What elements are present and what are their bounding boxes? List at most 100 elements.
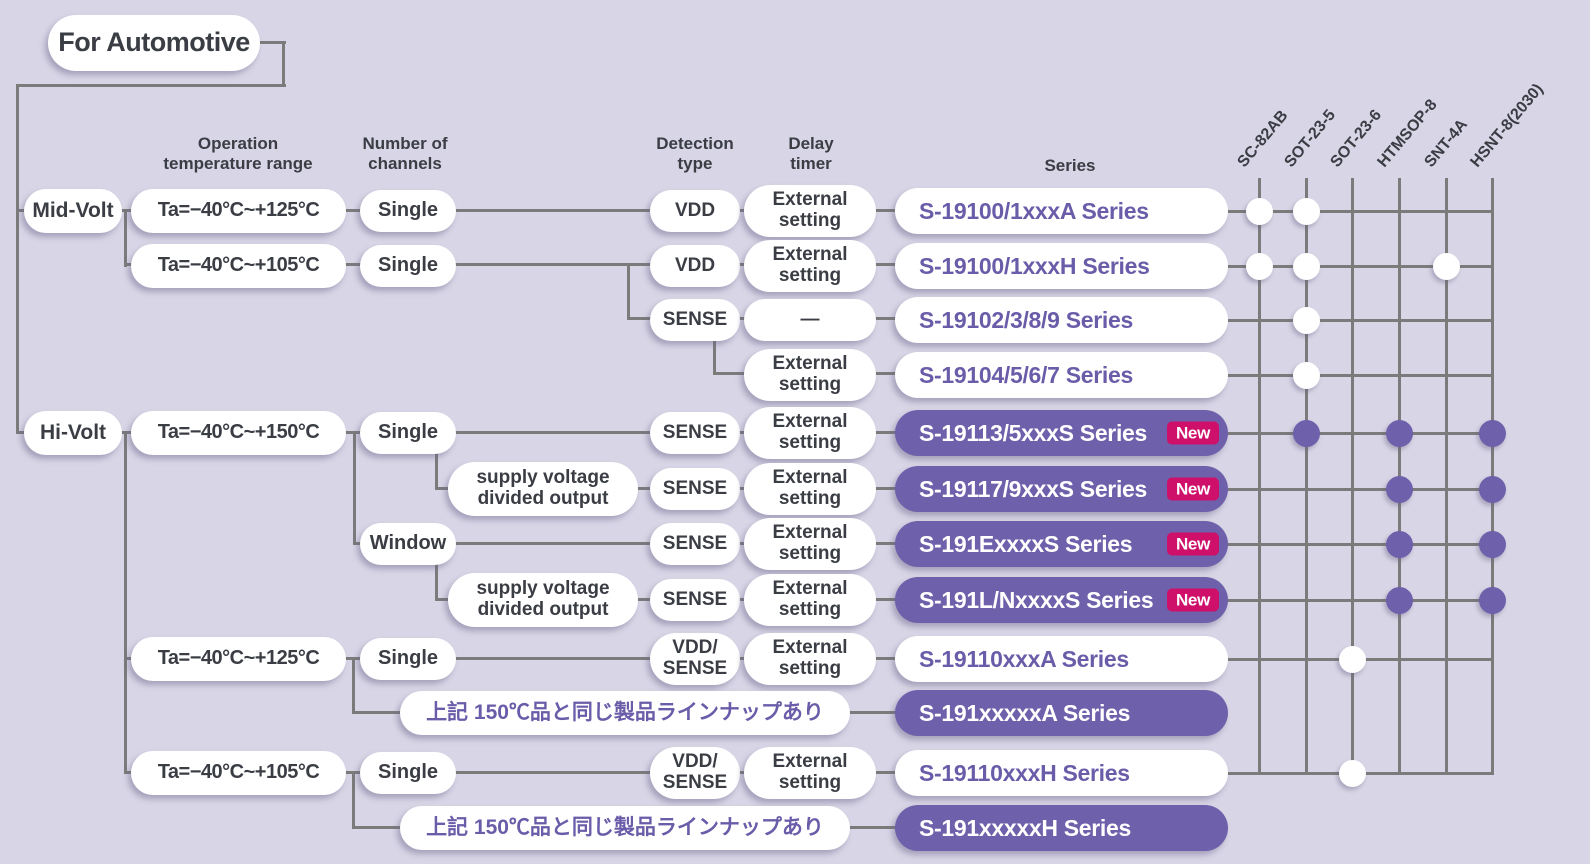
connector-line bbox=[435, 487, 453, 490]
package-label-hsnt-8-2030-: HSNT-8(2030) bbox=[1467, 80, 1547, 171]
delay-pill: External setting bbox=[744, 407, 876, 459]
new-badge: New bbox=[1166, 477, 1219, 501]
series-pill[interactable]: S-19100/1xxxA Series bbox=[895, 188, 1228, 234]
note-pill: 上記 150℃品と同じ製品ラインナップあり bbox=[400, 691, 850, 735]
connector-line bbox=[874, 487, 899, 490]
connector-line bbox=[737, 598, 747, 601]
connector-line bbox=[737, 487, 747, 490]
grid-row-line bbox=[1224, 488, 1494, 491]
delay-pill: External setting bbox=[744, 349, 876, 401]
package-dot bbox=[1386, 531, 1413, 558]
detection-pill: SENSE bbox=[650, 412, 740, 454]
package-dot bbox=[1386, 476, 1413, 503]
detection-pill: SENSE bbox=[650, 579, 740, 621]
package-dot bbox=[1479, 476, 1506, 503]
series-pill[interactable]: S-19117/9xxxS Series New bbox=[895, 466, 1228, 512]
grid-column-line bbox=[1351, 178, 1354, 774]
new-badge: New bbox=[1166, 532, 1219, 556]
connector-line bbox=[874, 771, 899, 774]
series-label: S-19102/3/8/9 Series bbox=[919, 306, 1133, 333]
header-operation-temperature-range: Operation temperature range bbox=[163, 134, 313, 173]
header-series: Series bbox=[1044, 156, 1096, 175]
detection-pill: VDD bbox=[650, 245, 740, 287]
series-label: S-19113/5xxxS Series bbox=[919, 419, 1148, 446]
supply-pill: supply voltage divided output bbox=[448, 462, 638, 516]
series-pill[interactable]: S-191xxxxxH Series bbox=[895, 805, 1228, 851]
note-pill: 上記 150℃品と同じ製品ラインナップあり bbox=[400, 806, 850, 850]
connector-line bbox=[737, 209, 747, 212]
connector-line bbox=[874, 317, 899, 320]
header-number-of-channels: Number of channels bbox=[362, 134, 448, 173]
grid-row-line bbox=[1224, 210, 1494, 213]
connector-line bbox=[737, 317, 747, 320]
package-dot bbox=[1293, 253, 1320, 280]
connector-line bbox=[352, 771, 355, 829]
detection-pill: SENSE bbox=[650, 468, 740, 510]
grid-row-line bbox=[1224, 599, 1494, 602]
new-badge: New bbox=[1166, 421, 1219, 445]
series-pill[interactable]: S-19102/3/8/9 Series bbox=[895, 297, 1228, 343]
connector-line bbox=[737, 263, 747, 266]
connector-line bbox=[454, 771, 654, 774]
series-label: S-19110xxxH Series bbox=[919, 759, 1130, 786]
connector-line bbox=[352, 826, 404, 829]
series-pill[interactable]: S-19100/1xxxH Series bbox=[895, 243, 1228, 289]
connector-line bbox=[282, 41, 285, 87]
connector-line bbox=[454, 263, 654, 266]
series-pill[interactable]: S-19113/5xxxS Series New bbox=[895, 410, 1228, 456]
series-label: S-19117/9xxxS Series bbox=[919, 475, 1148, 502]
series-pill[interactable]: S-19104/5/6/7 Series bbox=[895, 352, 1228, 398]
connector-line bbox=[874, 372, 899, 375]
connector-line bbox=[874, 209, 899, 212]
series-label: S-19110xxxA Series bbox=[919, 645, 1129, 672]
package-dot bbox=[1479, 531, 1506, 558]
connector-line bbox=[435, 598, 453, 601]
connector-line bbox=[124, 209, 127, 267]
package-dot bbox=[1386, 587, 1413, 614]
package-dot bbox=[1339, 646, 1366, 673]
grid-row-line bbox=[1224, 265, 1494, 268]
temp-pill: Ta=−40°C~+150°C bbox=[131, 411, 346, 455]
connector-line bbox=[846, 711, 898, 714]
package-dot bbox=[1293, 307, 1320, 334]
temp-pill: Ta=−40°C~+105°C bbox=[131, 244, 346, 288]
connector-line bbox=[120, 209, 138, 212]
series-label: S-191xxxxxA Series bbox=[919, 699, 1131, 726]
connector-line bbox=[344, 209, 364, 212]
grid-row-line bbox=[1224, 319, 1494, 322]
connector-line bbox=[435, 450, 438, 490]
package-dot bbox=[1293, 198, 1320, 225]
connector-line bbox=[454, 209, 654, 212]
connector-line bbox=[353, 431, 356, 544]
channels-pill: Window bbox=[360, 523, 456, 565]
grid-row-line bbox=[1224, 374, 1494, 377]
delay-pill: External setting bbox=[744, 463, 876, 515]
series-label: S-191xxxxxH Series bbox=[919, 814, 1131, 841]
package-dot bbox=[1293, 362, 1320, 389]
channels-pill: Single bbox=[360, 412, 456, 454]
group-pill-hi-volt: Hi-Volt bbox=[24, 411, 122, 455]
temp-pill: Ta=−40°C~+125°C bbox=[131, 189, 346, 233]
package-dot bbox=[1386, 420, 1413, 447]
delay-pill: External setting bbox=[744, 240, 876, 292]
series-pill[interactable]: S-19110xxxA Series bbox=[895, 636, 1228, 682]
detection-pill: VDD/ SENSE bbox=[650, 747, 740, 799]
connector-line bbox=[737, 542, 747, 545]
for-automotive-badge: For Automotive bbox=[48, 15, 260, 71]
package-dot bbox=[1246, 253, 1273, 280]
grid-row-line bbox=[1224, 432, 1494, 435]
series-label: S-19100/1xxxA Series bbox=[919, 197, 1149, 224]
connector-line bbox=[120, 431, 138, 434]
series-pill[interactable]: S-19110xxxH Series bbox=[895, 750, 1228, 796]
connector-line bbox=[874, 657, 899, 660]
temp-pill: Ta=−40°C~+105°C bbox=[131, 751, 346, 795]
package-dot bbox=[1246, 198, 1273, 225]
package-dot bbox=[1339, 760, 1366, 787]
series-pill[interactable]: S-191xxxxxA Series bbox=[895, 690, 1228, 736]
header-detection-type: Detection type bbox=[656, 134, 734, 173]
header-delay-timer: Delay timer bbox=[788, 134, 834, 173]
series-label: S-19104/5/6/7 Series bbox=[919, 361, 1133, 388]
